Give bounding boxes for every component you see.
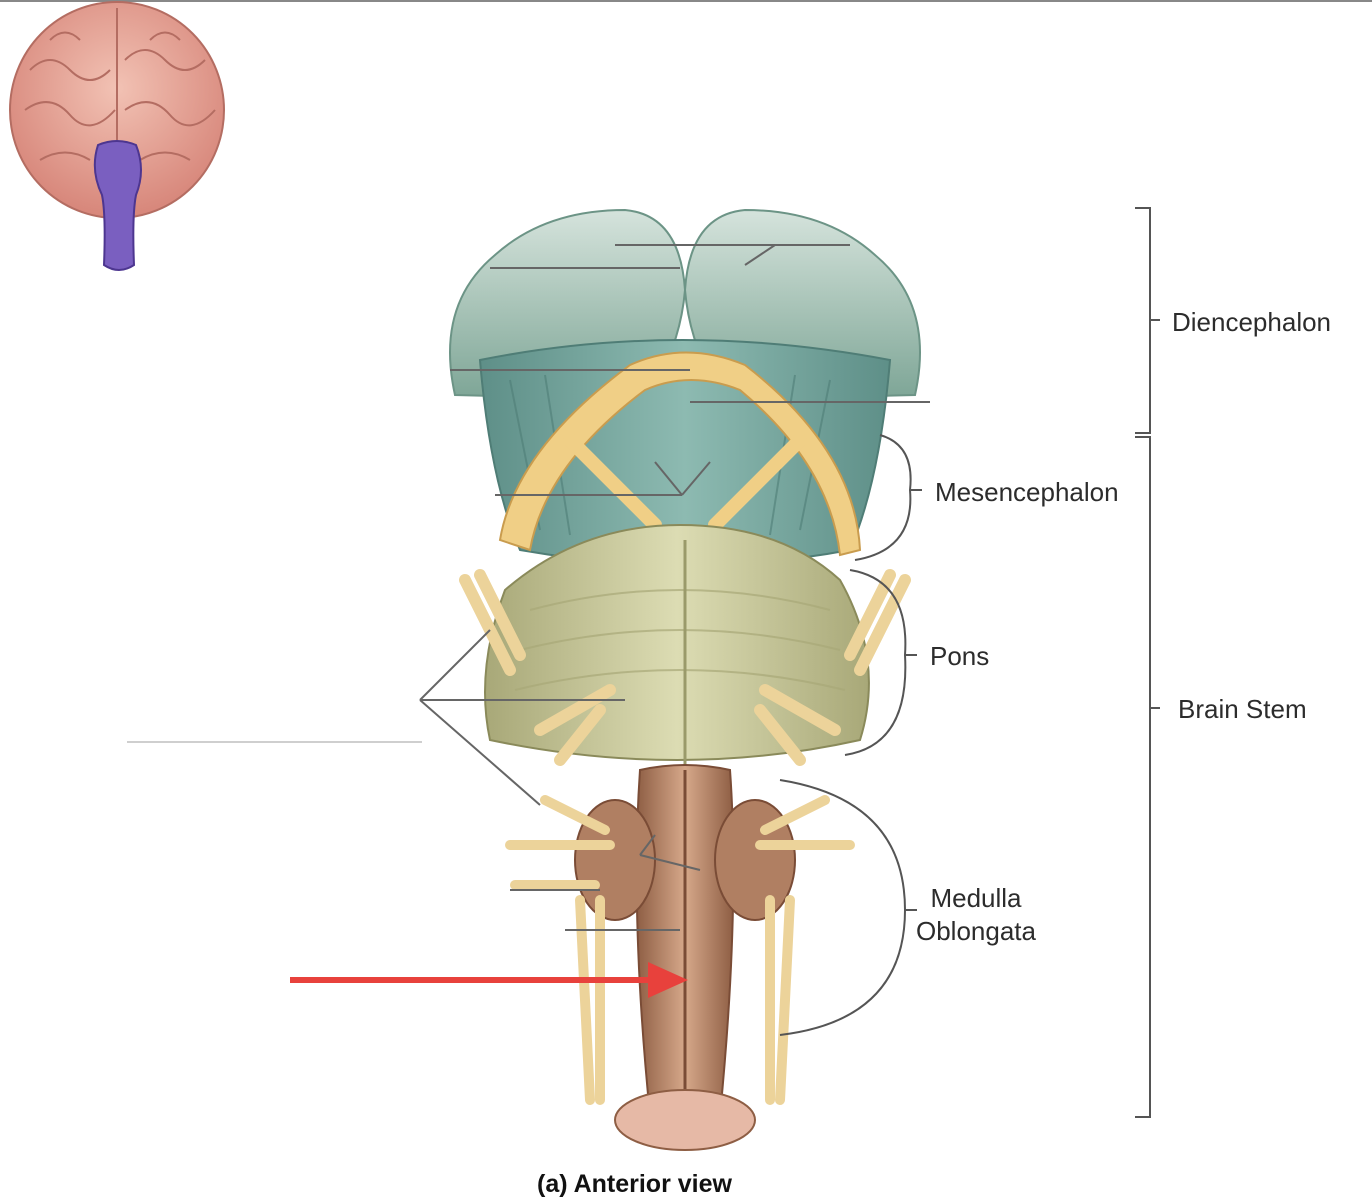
medulla-bracket xyxy=(779,779,917,1036)
label-medulla-line1: Medulla xyxy=(930,883,1022,913)
label-mesencephalon: Mesencephalon xyxy=(935,477,1119,507)
label-medulla-line2: Oblongata xyxy=(916,915,1036,946)
thumbnail-brain-icon xyxy=(9,1,225,271)
leader-lines xyxy=(127,244,930,931)
figure-caption: (a) Anterior view xyxy=(537,1170,732,1198)
brainstem-illustration xyxy=(127,207,1160,1151)
label-brain-stem: Brain Stem xyxy=(1178,694,1307,724)
section-brackets xyxy=(779,207,1160,1118)
label-medulla-oblongata: Medulla Oblongata xyxy=(916,882,1036,947)
spinal-cord-cross-section xyxy=(614,1089,756,1151)
mesencephalon-bracket xyxy=(854,434,922,561)
label-diencephalon: Diencephalon xyxy=(1172,307,1332,337)
diencephalon-bracket xyxy=(1135,207,1160,434)
label-pons: Pons xyxy=(930,641,990,671)
red-arrow-pointer xyxy=(290,962,688,998)
thumbnail-brainstem-icon xyxy=(93,140,142,271)
brain-stem-bracket xyxy=(1135,436,1160,1118)
pons-bracket xyxy=(844,569,917,756)
